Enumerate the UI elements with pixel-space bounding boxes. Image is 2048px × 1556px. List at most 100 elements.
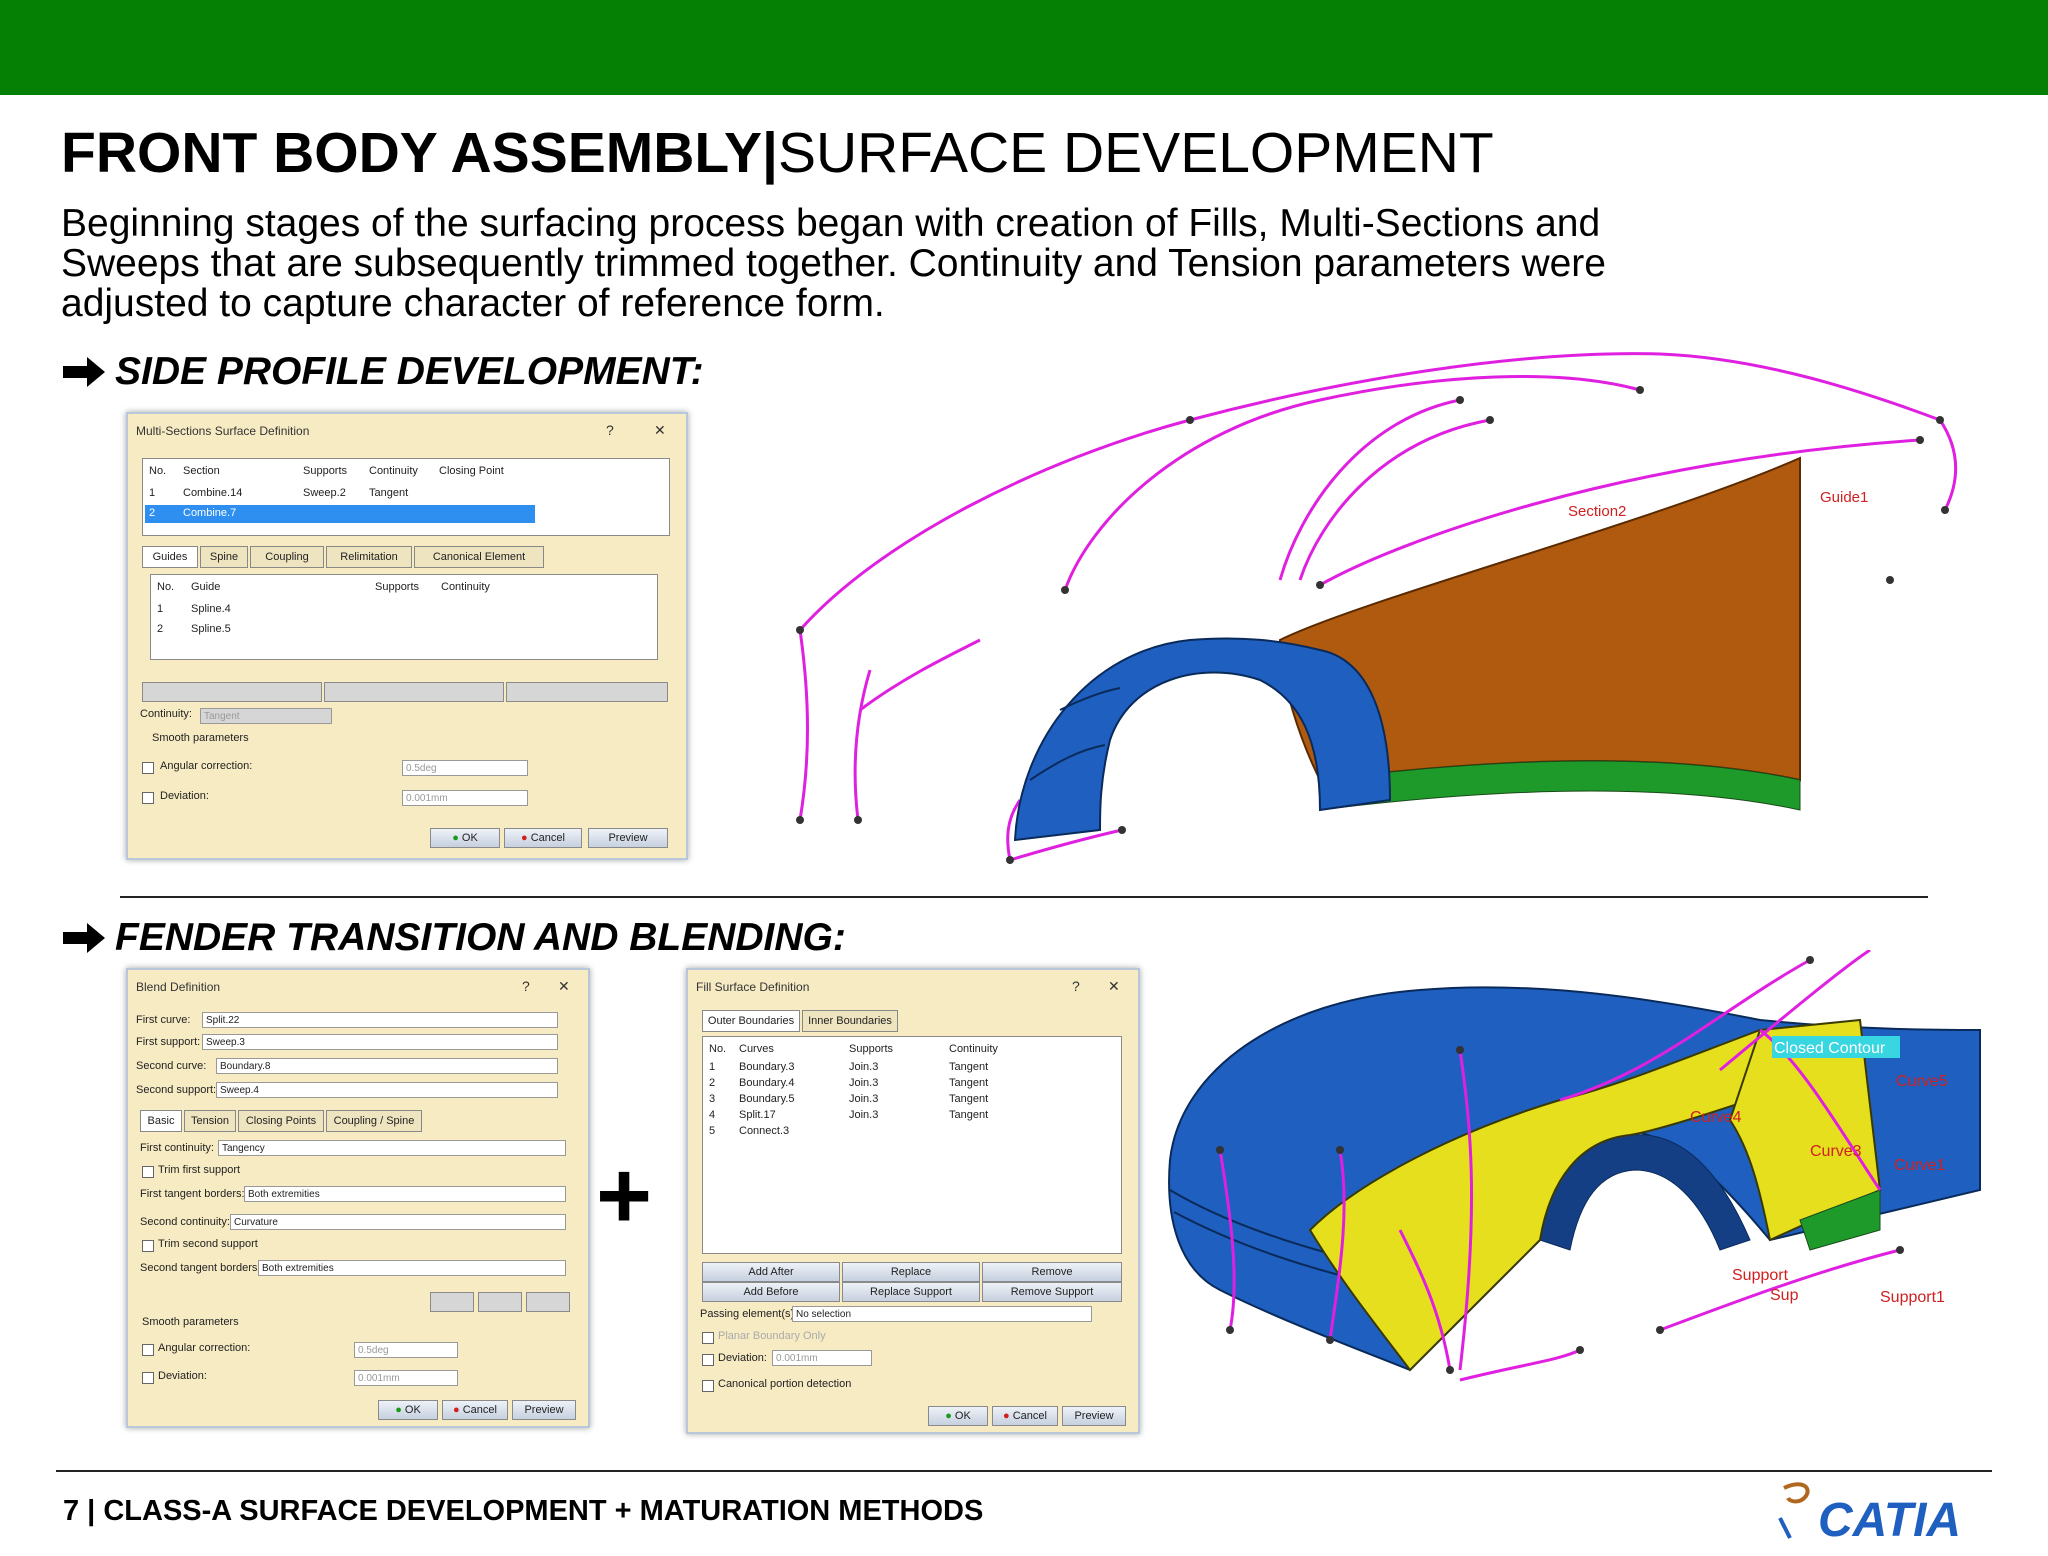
deviation-input[interactable]: 0.001mm [354,1370,458,1386]
col-section: Section [183,465,220,477]
remove-button[interactable]: Remove [982,1262,1122,1282]
preview-button[interactable]: Preview [1062,1406,1126,1426]
tab-inner-boundaries[interactable]: Inner Boundaries [802,1010,898,1032]
support1-label: Support1 [1880,1289,1945,1306]
angular-label: Angular correction: [160,760,253,772]
selected-row[interactable]: 2 Combine.7 [145,505,535,523]
blend-option-button-3[interactable] [526,1292,570,1312]
close-button[interactable]: ✕ [558,978,570,994]
trim-first-checkbox[interactable] [142,1166,154,1178]
first-support-field[interactable]: Sweep.3 [202,1034,558,1050]
ok-button[interactable]: ● OK [378,1400,438,1420]
tab-guides[interactable]: Guides [142,546,198,568]
preview-button[interactable]: Preview [512,1400,576,1420]
first-tangent-label: First tangent borders: [140,1188,245,1200]
header-bar [0,0,2048,95]
row-curve[interactable]: Boundary.5 [739,1093,795,1105]
replace-button[interactable]: Replace [842,1262,980,1282]
footer-divider [56,1470,1992,1472]
title-rest: SURFACE DEVELOPMENT [777,121,1494,185]
replace-support-button[interactable]: Replace Support [842,1282,980,1302]
angular-input[interactable]: 0.5deg [402,760,528,776]
deviation-checkbox[interactable] [702,1354,714,1366]
canonical-label: Canonical portion detection [718,1378,852,1390]
smooth-parameters-label: Smooth parameters [152,732,249,744]
trim-first-label: Trim first support [158,1164,241,1176]
row-no: 4 [709,1109,716,1121]
tab-tension[interactable]: Tension [184,1110,236,1132]
add-after-button[interactable]: Add After [702,1262,840,1282]
deviation-checkbox[interactable] [142,1372,154,1384]
trim-second-checkbox[interactable] [142,1240,154,1252]
guide-add-button[interactable] [142,682,322,702]
tab-spine[interactable]: Spine [200,546,248,568]
row-continuity: Tangent [949,1061,989,1073]
second-continuity-combo[interactable]: Curvature [230,1214,566,1230]
deviation-checkbox[interactable] [142,792,154,804]
angular-checkbox[interactable] [142,762,154,774]
fender-model: Closed Contour Curve5 Curve4 Curve3 Curv… [1168,950,1981,1382]
tab-relimitation[interactable]: Relimitation [326,546,412,568]
guide-name[interactable]: Spline.5 [191,623,231,635]
second-curve-label: Second curve: [136,1060,207,1072]
first-curve-field[interactable]: Split.22 [202,1012,558,1028]
dialog-title: Multi-Sections Surface Definition [136,424,310,438]
tab-coupling-spine[interactable]: Coupling / Spine [326,1110,422,1132]
fill-dialog: Fill Surface Definition ? ✕ Outer Bounda… [686,968,1140,1434]
continuity-combo[interactable]: Tangent [200,708,332,724]
preview-button[interactable]: Preview [588,828,668,848]
help-button[interactable]: ? [522,978,530,994]
ok-button[interactable]: ● OK [928,1406,988,1426]
dialog-title: Blend Definition [136,980,221,994]
remove-support-button[interactable]: Remove Support [982,1282,1122,1302]
row-curve[interactable]: Split.17 [739,1109,776,1121]
row-continuity: Tangent [949,1077,989,1089]
planar-label: Planar Boundary Only [718,1330,826,1342]
help-button[interactable]: ? [1072,978,1080,994]
deviation-input[interactable]: 0.001mm [772,1350,872,1366]
angular-checkbox[interactable] [142,1344,154,1356]
row-section[interactable]: Combine.14 [183,487,243,499]
angular-input[interactable]: 0.5deg [354,1342,458,1358]
deviation-input[interactable]: 0.001mm [402,790,528,806]
tab-coupling[interactable]: Coupling [250,546,324,568]
second-tangent-combo[interactable]: Both extremities [258,1260,566,1276]
planar-checkbox[interactable] [702,1332,714,1344]
cancel-button[interactable]: ● Cancel [504,828,582,848]
help-button[interactable]: ? [606,422,614,438]
add-before-button[interactable]: Add Before [702,1282,840,1302]
section-list[interactable]: No. Section Supports Continuity Closing … [142,458,670,536]
guide-remove-button[interactable] [506,682,668,702]
row-curve[interactable]: Connect.3 [739,1125,790,1137]
cancel-button[interactable]: ● Cancel [442,1400,508,1420]
guide-replace-button[interactable] [324,682,504,702]
first-tangent-combo[interactable]: Both extremities [244,1186,566,1202]
cancel-button[interactable]: ● Cancel [992,1406,1058,1426]
tab-canonical-element[interactable]: Canonical Element [414,546,544,568]
tab-closing-points[interactable]: Closing Points [238,1110,324,1132]
row-curve[interactable]: Boundary.4 [739,1077,795,1089]
blend-option-button-2[interactable] [478,1292,522,1312]
second-support-field[interactable]: Sweep.4 [216,1082,558,1098]
blend-option-button-1[interactable] [430,1292,474,1312]
close-button[interactable]: ✕ [654,422,666,438]
support-label: Support [1732,1267,1789,1284]
tab-outer-boundaries[interactable]: Outer Boundaries [702,1010,800,1032]
boundary-list[interactable]: No. Curves Supports Continuity 1 Boundar… [702,1036,1122,1254]
canonical-checkbox[interactable] [702,1380,714,1392]
first-continuity-combo[interactable]: Tangency [218,1140,566,1156]
guide-name[interactable]: Spline.4 [191,603,231,615]
curve4-label: Curve4 [1690,1109,1742,1126]
page-title: FRONT BODY ASSEMBLY|SURFACE DEVELOPMENT [61,118,1494,188]
second-curve-field[interactable]: Boundary.8 [216,1058,558,1074]
tab-basic[interactable]: Basic [140,1110,182,1132]
ok-label: OK [954,1410,971,1422]
close-button[interactable]: ✕ [1108,978,1120,994]
col-no: No. [709,1043,727,1055]
smooth-parameters-label: Smooth parameters [142,1316,239,1328]
col-supports: Supports [303,465,348,477]
row-curve[interactable]: Boundary.3 [739,1061,795,1073]
guide-list[interactable]: No. Guide Supports Continuity 1 Spline.4… [150,574,658,660]
passing-elements-field[interactable]: No selection [792,1306,1092,1322]
ok-button[interactable]: ● OK [430,828,500,848]
